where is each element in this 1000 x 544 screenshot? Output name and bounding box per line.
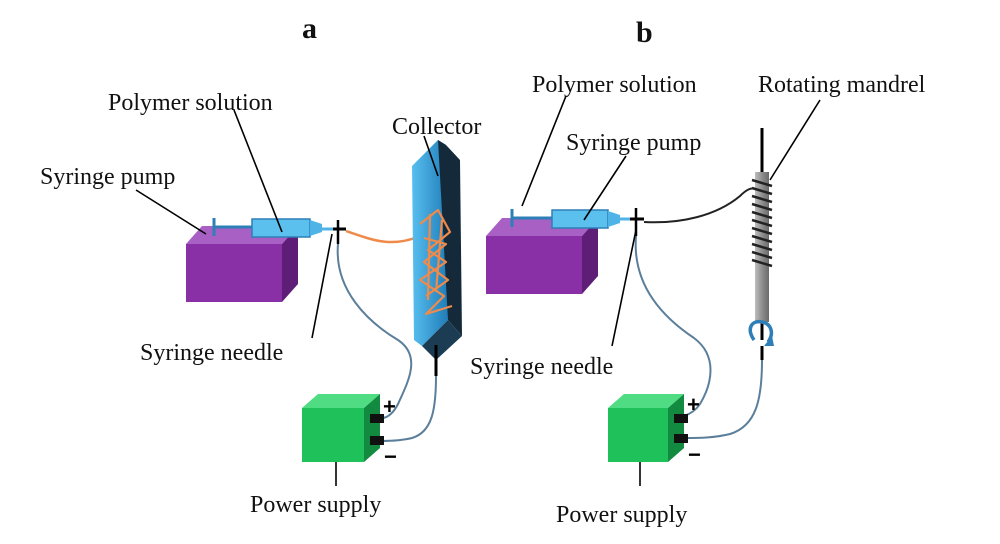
power-supply-b — [608, 394, 688, 462]
panel-b-letter: b — [636, 16, 653, 49]
minus-terminal-b: − — [688, 442, 701, 467]
wire-negative-a — [379, 375, 437, 442]
leader-pump-b — [583, 155, 627, 221]
panel-a: a — [40, 12, 481, 518]
collector-plate — [412, 140, 462, 376]
leader-polymer-a — [233, 109, 283, 233]
label-power-supply-b: Power supply — [556, 502, 687, 528]
plus-terminal-b: + — [687, 392, 700, 417]
label-polymer-solution-b: Polymer solution — [532, 72, 697, 98]
panel-a-letter: a — [302, 12, 317, 45]
leader-needle-b — [611, 229, 637, 347]
fiber-jet-a — [345, 229, 421, 244]
wire-positive-b — [634, 235, 712, 417]
syringe-needle-b — [630, 208, 644, 236]
panel-b: b — [470, 16, 926, 528]
leader-polymer-b — [521, 95, 567, 207]
leader-mandrel — [769, 99, 821, 181]
syringe-b — [510, 209, 634, 229]
label-syringe-pump-a: Syringe pump — [40, 164, 175, 190]
wire-positive-a — [336, 243, 413, 419]
minus-terminal-a: − — [384, 444, 397, 469]
leader-pump-a — [135, 189, 207, 235]
rotating-mandrel — [748, 128, 774, 360]
fiber-jet-b — [643, 187, 759, 224]
label-power-supply-a: Power supply — [250, 492, 381, 518]
label-syringe-needle-a: Syringe needle — [140, 340, 283, 366]
label-syringe-needle-b: Syringe needle — [470, 354, 613, 380]
leader-needle-a — [311, 233, 333, 339]
label-collector: Collector — [392, 114, 481, 140]
syringe-needle-a — [333, 220, 346, 244]
syringe-pump-b — [486, 218, 598, 294]
label-rotating-mandrel: Rotating mandrel — [758, 72, 926, 98]
label-syringe-pump-b: Syringe pump — [566, 130, 701, 156]
wire-negative-b — [685, 359, 763, 439]
label-polymer-solution-a: Polymer solution — [108, 90, 273, 116]
leader-collector-a — [423, 135, 439, 177]
power-supply-a — [302, 394, 384, 462]
plus-terminal-a: + — [383, 394, 396, 419]
